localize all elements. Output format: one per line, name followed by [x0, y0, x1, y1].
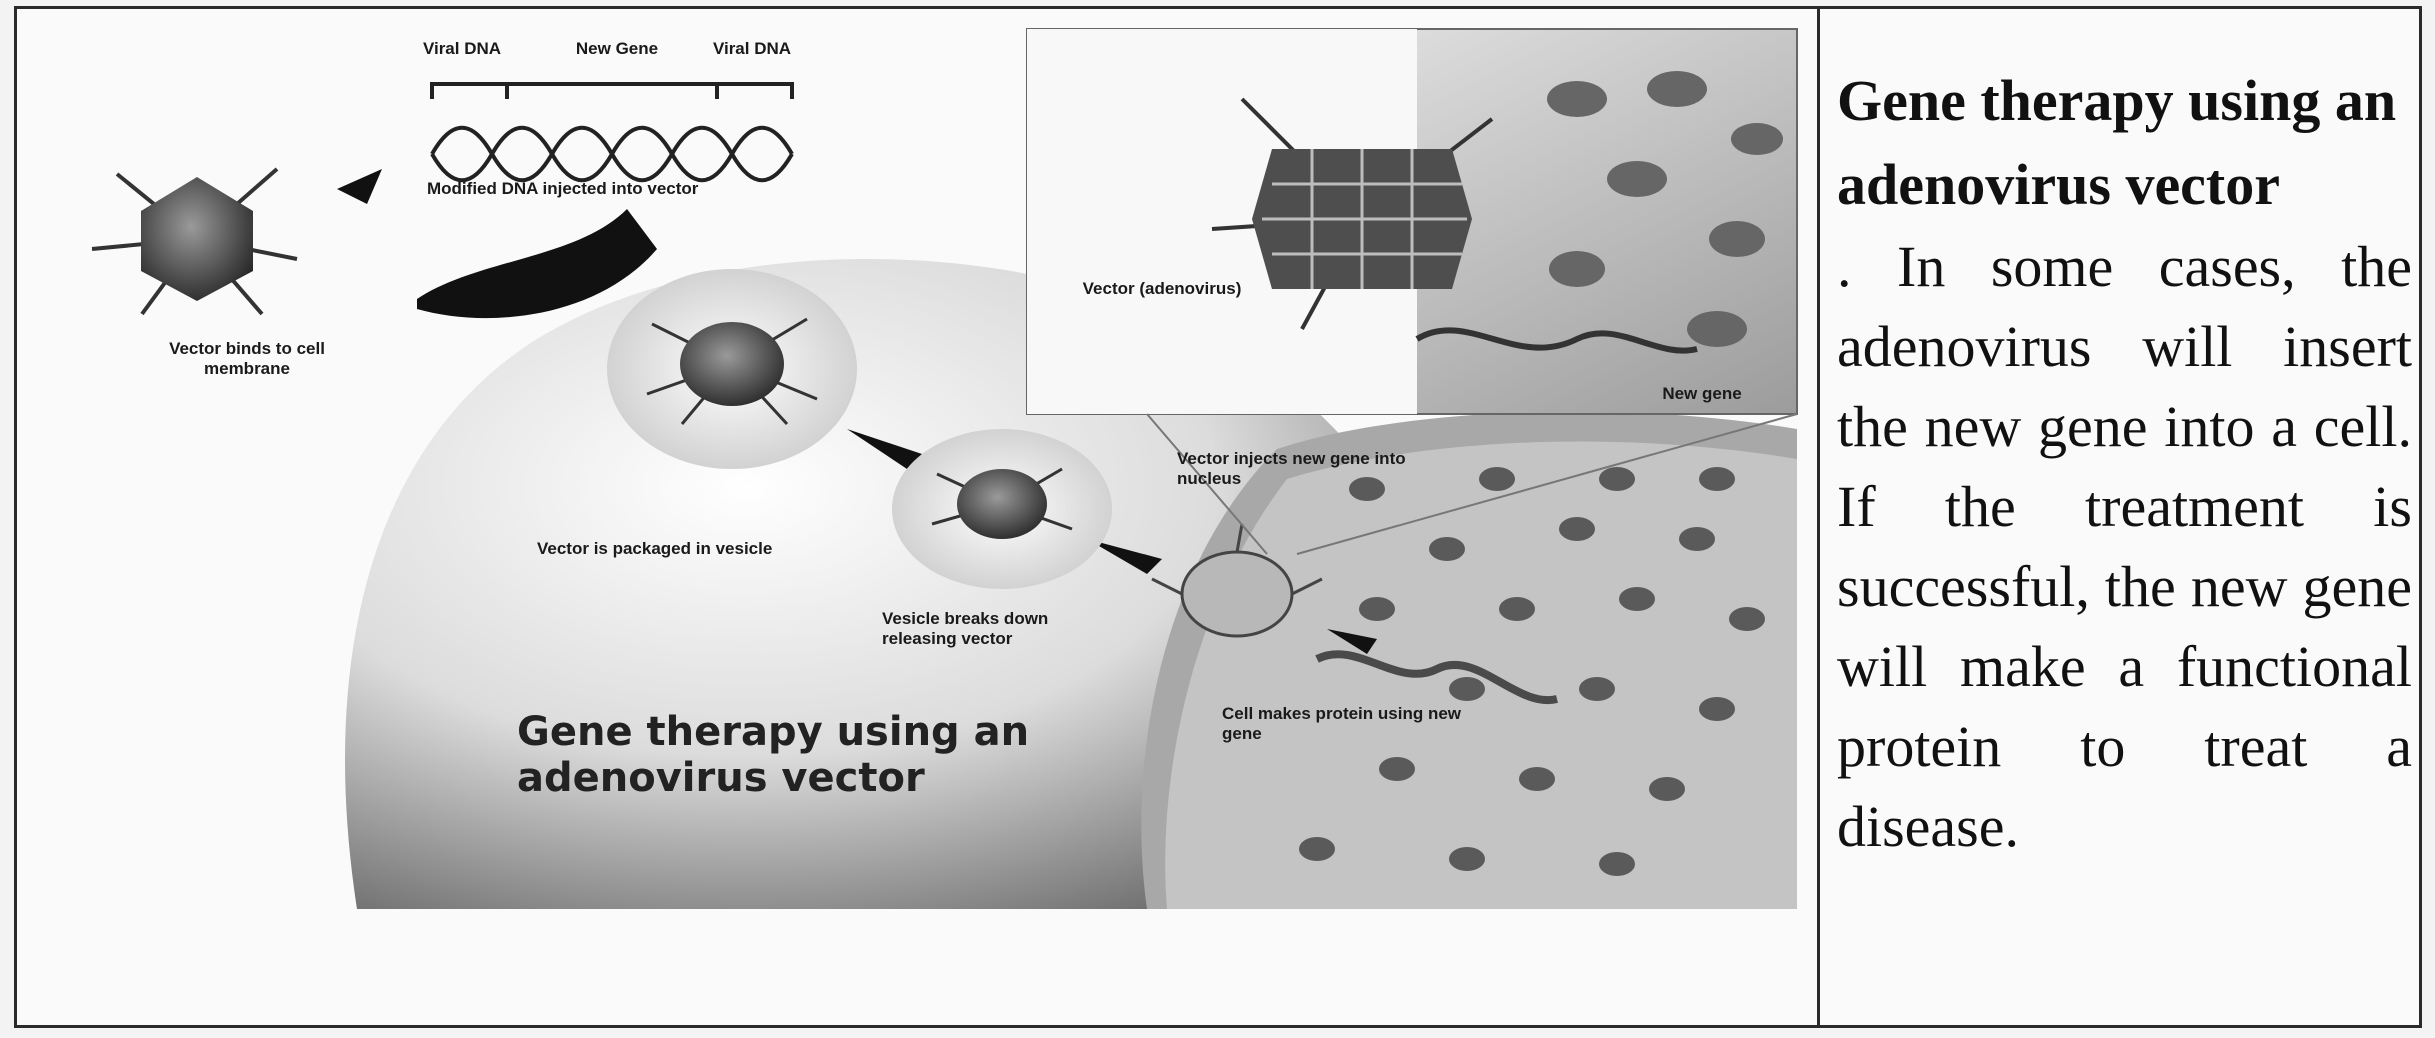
- figure-frame: Viral DNA New Gene Viral DNA Modified DN…: [14, 6, 2422, 1028]
- label-vector-adenovirus: Vector (adenovirus): [1077, 279, 1247, 299]
- dna-helix: [432, 84, 792, 180]
- arrow-1: [337, 169, 382, 204]
- vesicle-large: [607, 269, 857, 469]
- label-vector-injects: Vector injects new gene into nucleus: [1177, 449, 1447, 489]
- label-new-gene-inset: New gene: [1637, 384, 1767, 404]
- caption-body: . In some cases, the adenovirus will ins…: [1837, 227, 2412, 867]
- label-vesicle-breaks: Vesicle breaks down releasing vector: [882, 609, 1112, 649]
- free-virus: [92, 169, 297, 314]
- label-modified-dna: Modified DNA injected into vector: [427, 179, 787, 199]
- diagram-svg: [17, 9, 1817, 1025]
- label-vector-binds: Vector binds to cell membrane: [127, 339, 367, 379]
- label-new-gene-top: New Gene: [562, 39, 672, 59]
- caption: Gene therapy using an adenovirus vector …: [1837, 59, 2412, 867]
- label-cell-makes-protein: Cell makes protein using new gene: [1222, 704, 1462, 744]
- label-viral-dna-right: Viral DNA: [707, 39, 797, 59]
- figure-title: Gene therapy using an adenovirus vector: [517, 709, 1077, 801]
- column-divider: [1817, 9, 1820, 1025]
- caption-title: Gene therapy using an adenovirus vector: [1837, 59, 2412, 227]
- label-viral-dna-left: Viral DNA: [417, 39, 507, 59]
- label-vector-packaged: Vector is packaged in vesicle: [537, 539, 777, 559]
- vesicle-breaking: [892, 429, 1112, 589]
- diagram-illustration: Viral DNA New Gene Viral DNA Modified DN…: [17, 9, 1817, 1025]
